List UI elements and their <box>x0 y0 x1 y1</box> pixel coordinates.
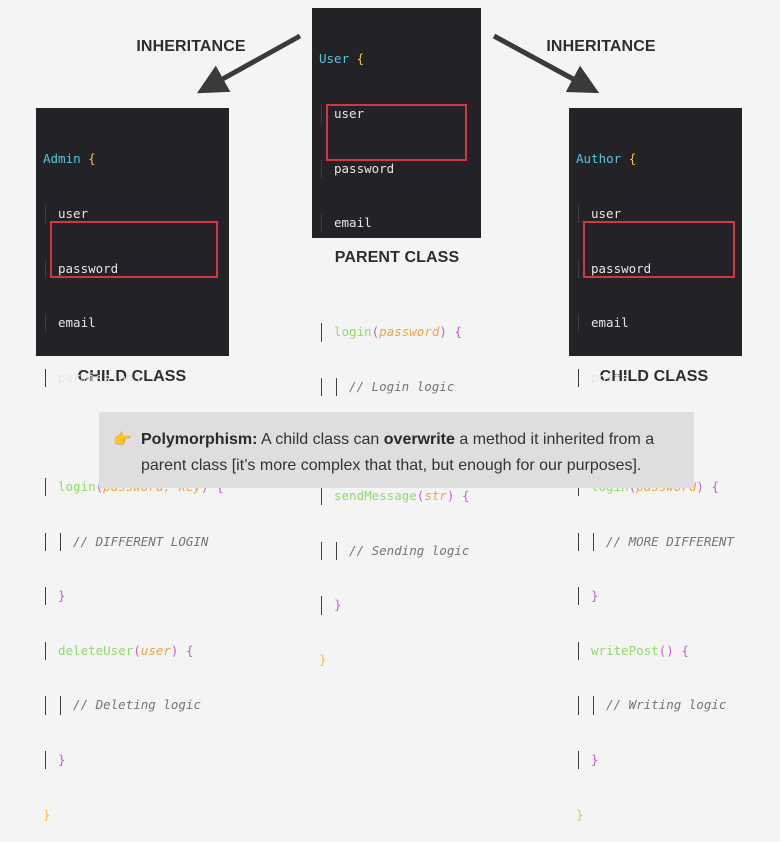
prop: password <box>591 260 652 276</box>
class-name: Admin <box>43 151 81 167</box>
method-comment: // Deleting logic <box>73 697 201 713</box>
arrow-to-admin <box>196 33 302 94</box>
prop: posts <box>591 369 629 385</box>
inheritance-label-left: INHERITANCE <box>136 38 246 55</box>
prop: password <box>58 260 119 276</box>
method-comment: // DIFFERENT LOGIN <box>73 533 209 549</box>
class-name: Author <box>576 151 622 167</box>
prop: user <box>58 206 89 221</box>
method-comment: // Login logic <box>349 378 455 394</box>
prop: email <box>334 215 372 231</box>
prop: user <box>334 106 365 121</box>
method-name: writePost <box>591 642 659 658</box>
child-class-label-right: CHILD CLASS <box>599 368 709 385</box>
child-class-label-left: CHILD CLASS <box>77 368 187 385</box>
prop: email <box>58 315 96 331</box>
note-emphasis: overwrite <box>383 431 455 448</box>
arrow-to-author <box>492 33 600 94</box>
method-comment: // Sending logic <box>349 542 470 558</box>
method-params: user <box>140 642 171 658</box>
author-login-highlight <box>583 221 735 278</box>
class-name: User <box>319 51 350 67</box>
method-comment: // Writing logic <box>606 697 727 713</box>
inheritance-arrows <box>196 33 600 94</box>
method-comment: // MORE DIFFERENT <box>606 533 734 549</box>
parent-class-label: PARENT CLASS <box>334 249 460 266</box>
polymorphism-note: 👉 Polymorphism: A child class can overwr… <box>99 412 694 488</box>
admin-login-highlight <box>50 221 218 278</box>
note-text-before: A child class can <box>257 431 384 448</box>
note-term: Polymorphism: <box>141 431 258 448</box>
method-name: deleteUser <box>58 642 134 658</box>
prop: password <box>334 160 395 176</box>
prop: email <box>591 315 629 331</box>
method-name: login <box>58 478 96 494</box>
prop: permissions <box>58 369 141 385</box>
prop: user <box>591 206 622 221</box>
method-name: login <box>334 324 372 340</box>
method-params: str <box>424 488 447 504</box>
inheritance-label-right: INHERITANCE <box>546 38 656 55</box>
pointing-hand-icon: 👉 <box>113 431 132 448</box>
parent-login-highlight <box>326 104 467 161</box>
method-params: password <box>379 324 440 340</box>
note-text-after: a method it inherited from a parent clas… <box>141 431 655 474</box>
method-name: sendMessage <box>334 488 417 504</box>
